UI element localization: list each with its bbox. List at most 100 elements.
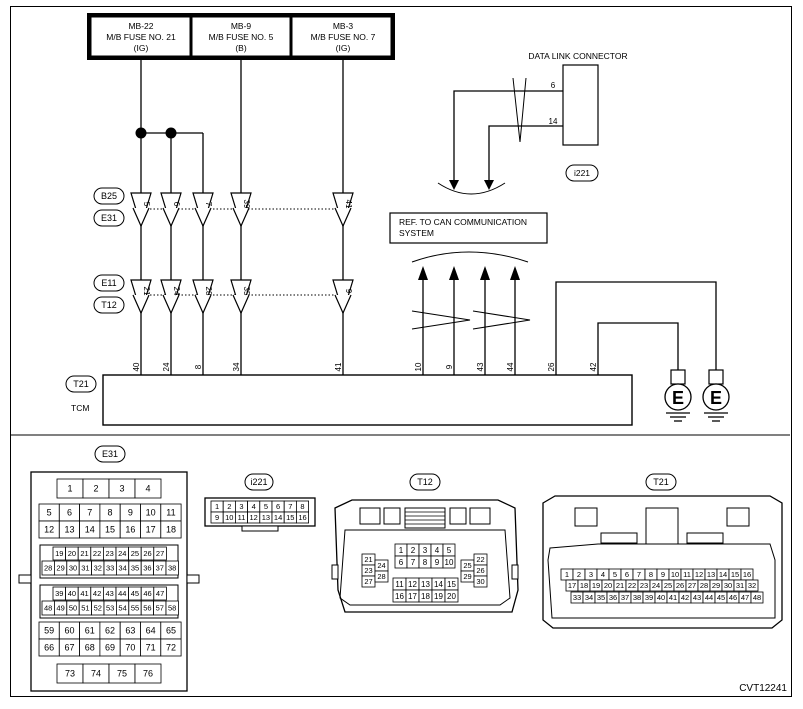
splice-dot	[135, 127, 147, 139]
pin-number: 12	[250, 513, 258, 522]
pin-number: 28	[377, 572, 385, 581]
pin-number: 24	[118, 549, 126, 558]
pin-cell	[165, 560, 179, 576]
pin-number: 11	[166, 508, 175, 518]
connector-badge	[93, 187, 125, 205]
pin-number: 36	[609, 593, 617, 602]
pin-number: 18	[580, 581, 588, 590]
pin-number: 2	[227, 502, 231, 511]
pin-number: 9	[344, 289, 353, 294]
pin-number: 15	[286, 513, 294, 522]
pin-number: 23	[640, 581, 648, 590]
pin-number: 10	[445, 558, 454, 567]
pin-number: 39	[55, 589, 63, 598]
t12-side-rib	[511, 564, 519, 580]
fuse-box-outline	[87, 13, 395, 60]
pin-number: 30	[724, 581, 732, 590]
pin-number: 3	[119, 484, 124, 494]
arrow-up-icon	[510, 266, 520, 280]
fuse-name: M/B FUSE NO. 5	[209, 32, 274, 42]
pin-number: 64	[146, 626, 156, 636]
pin-cell	[444, 589, 459, 603]
pin-cell	[153, 546, 167, 561]
pin-number: 43	[693, 593, 701, 602]
pin-cell	[160, 638, 182, 657]
pin-number: 1	[215, 502, 219, 511]
pin-number: 56	[143, 604, 151, 613]
tcm-pin: 26	[547, 362, 556, 371]
tcm-body	[102, 374, 633, 426]
pin-number: 4	[252, 502, 256, 511]
splice-dot	[165, 127, 177, 139]
pin-number: 5	[47, 508, 52, 518]
pin-number: 52	[94, 604, 102, 613]
pin-cell	[374, 570, 389, 583]
view-title: T21	[653, 477, 669, 487]
pin-number: 6	[399, 558, 404, 567]
pin-number: 18	[166, 525, 176, 535]
pin-number: 9	[661, 570, 665, 579]
tcm-pin: 40	[132, 362, 141, 371]
view-title-badge	[94, 445, 126, 463]
t12-lock-ribs	[405, 511, 445, 525]
pin-number: 7	[204, 202, 213, 207]
connector-label-e31: E31	[101, 213, 117, 223]
pin-number: 2	[411, 546, 416, 555]
pin-number: 34	[585, 593, 593, 602]
data-link-connector: DATA LINK CONNECTOR 6 14 i221	[528, 51, 628, 182]
pin-number: 19	[592, 581, 600, 590]
pin-number: 21	[142, 287, 151, 296]
pin-number: 53	[106, 604, 114, 613]
pin-number: 26	[676, 581, 684, 590]
pin-number: 19	[55, 549, 63, 558]
can-reference-box: REF. TO CAN COMMUNICATION SYSTEM	[389, 212, 548, 244]
pin-number: 22	[628, 581, 636, 590]
connector-triangles-upper	[130, 192, 354, 229]
pin-number: 36	[143, 564, 151, 573]
pin-number: 61	[85, 626, 95, 636]
pin-number: 6	[67, 508, 72, 518]
pin-number: 66	[44, 643, 54, 653]
pin-number: 46	[143, 589, 151, 598]
pin-number: 73	[65, 669, 75, 679]
pin-number: 16	[743, 570, 751, 579]
outer-frame	[10, 6, 792, 697]
tcm-module: T21 TCM 40 24 8 34 41 10 9 43 44 26 42	[65, 362, 633, 426]
pin-number: 2	[577, 570, 581, 579]
pin-number: 45	[717, 593, 725, 602]
t21-key	[686, 532, 724, 544]
pin-number: 9	[215, 513, 219, 522]
connector-badge	[93, 274, 125, 292]
pin-number: 20	[68, 549, 76, 558]
ground-symbol: E	[664, 369, 692, 422]
pin-number: 3	[423, 546, 428, 555]
tcm-pin: 42	[589, 362, 598, 371]
pin-number: 42	[681, 593, 689, 602]
pin-number: 70	[125, 643, 135, 653]
view-title: T12	[417, 477, 433, 487]
tcm-code-badge	[65, 375, 97, 393]
pin-number: 47	[741, 593, 749, 602]
t12-tab	[383, 507, 401, 525]
pin-number: 17	[146, 525, 156, 535]
pin-number: 12	[44, 525, 54, 535]
pin-number: 1	[399, 546, 404, 555]
pin-number: 37	[621, 593, 629, 602]
pin-number: 12	[695, 570, 703, 579]
i221-key	[241, 525, 279, 532]
pin-number: 39	[242, 200, 251, 209]
pin-number: 21	[364, 555, 372, 564]
pin-number: 2	[93, 484, 98, 494]
fuse-block: MB-22 M/B FUSE NO. 21 (IG) MB-9 M/B FUSE…	[87, 13, 395, 60]
tcm-pin: 8	[194, 364, 203, 369]
pin-number: 1	[67, 484, 72, 494]
pin-number: 16	[298, 513, 306, 522]
ground-label: E	[672, 388, 684, 408]
arrow-up-icon	[480, 266, 490, 280]
tcm-pin: 34	[232, 362, 241, 371]
pin-number: 14	[274, 513, 282, 522]
pin-number: 20	[604, 581, 612, 590]
pin-number: 15	[105, 525, 115, 535]
